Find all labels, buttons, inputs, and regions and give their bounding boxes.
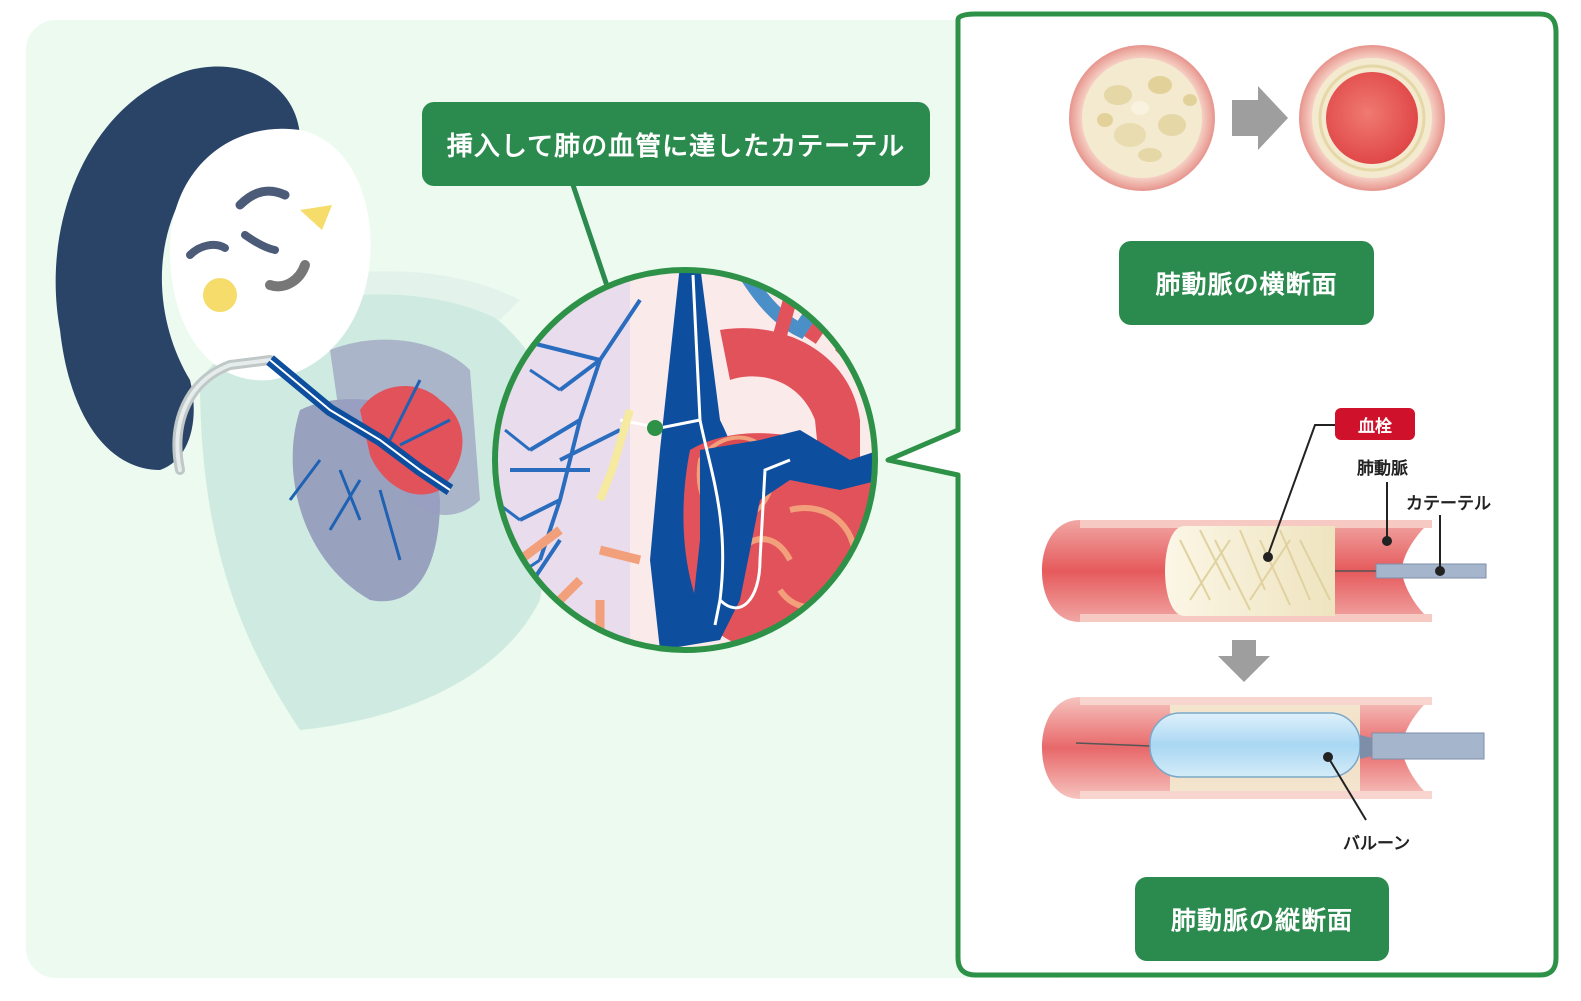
- cross-section-title: 肺動脈の横断面: [1119, 241, 1374, 325]
- clot-label: 血栓: [1335, 408, 1415, 440]
- patient-figure: [55, 66, 560, 730]
- callout-dot: [647, 420, 663, 436]
- balloon-label: バルーン: [1343, 834, 1411, 854]
- zoom-circle: [492, 267, 878, 653]
- artery-tube-with-clot: [1042, 424, 1487, 622]
- catheter-callout-label: 挿入して肺の血管に達したカテーテル: [422, 102, 930, 186]
- cross-section-after: [1299, 45, 1445, 191]
- artery-tube-with-balloon: [1042, 697, 1485, 821]
- arrow-right-icon: [1232, 86, 1288, 150]
- arrow-down-icon: [1218, 640, 1270, 682]
- cross-section-before: [1069, 45, 1215, 191]
- catheter-label: カテーテル: [1406, 494, 1491, 514]
- pulmonary-artery-label: 肺動脈: [1357, 459, 1408, 479]
- longitudinal-section-title: 肺動脈の縦断面: [1135, 877, 1389, 961]
